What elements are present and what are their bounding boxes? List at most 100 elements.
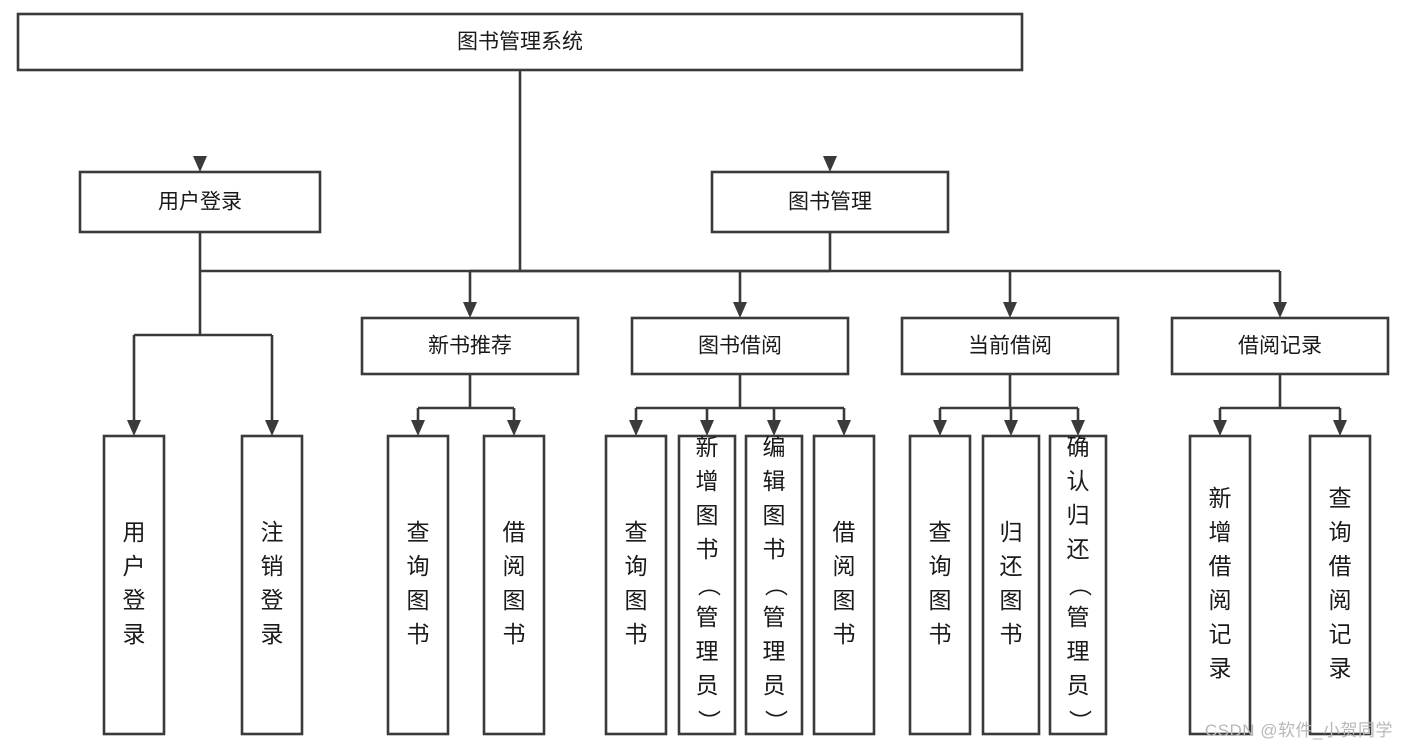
svg-text:用: 用 <box>123 519 146 545</box>
svg-text:图: 图 <box>1000 587 1023 613</box>
arrow-mid-2-1 <box>1004 420 1018 436</box>
arrow-mid-2-2 <box>1071 420 1085 436</box>
svg-text:阅: 阅 <box>1329 587 1352 613</box>
node-label-book-borrow: 图书借阅 <box>698 335 782 358</box>
svg-text:图: 图 <box>833 587 856 613</box>
svg-text:书: 书 <box>625 621 648 647</box>
svg-text:增: 增 <box>696 468 719 494</box>
svg-text:员: 员 <box>696 672 719 698</box>
svg-text:录: 录 <box>1209 655 1232 681</box>
node-borrow-records[interactable]: 借阅记录 <box>1170 316 1390 376</box>
svg-text:管: 管 <box>696 604 719 630</box>
node-layer: 图书管理系统用户登录图书管理用户登录注销登录新书推荐图书借阅当前借阅借阅记录查询… <box>16 12 1390 736</box>
node-box-new-book-recommend <box>360 316 580 376</box>
node-root[interactable]: 图书管理系统 <box>16 12 1024 72</box>
svg-text:图: 图 <box>763 502 786 528</box>
svg-text:图: 图 <box>625 587 648 613</box>
node-leaf-user-login[interactable]: 用户登录 <box>102 434 166 736</box>
node-label-new-book-recommend: 新书推荐 <box>428 335 512 358</box>
svg-text:图: 图 <box>929 587 952 613</box>
svg-text:图: 图 <box>503 587 526 613</box>
node-box-leaf-borrow-book-1 <box>482 434 546 736</box>
svg-text:借: 借 <box>503 519 526 545</box>
svg-text:查: 查 <box>1329 485 1352 511</box>
arrow-mid-0-1 <box>507 420 521 436</box>
svg-text:书: 书 <box>503 621 526 647</box>
svg-text:理: 理 <box>696 638 719 664</box>
node-box-leaf-query-record <box>1308 434 1372 736</box>
node-box-leaf-borrow-book-2 <box>812 434 876 736</box>
arrow-mid-3-0 <box>1213 420 1227 436</box>
csdn-watermark: CSDN @软件_小贺同学 <box>1204 721 1393 740</box>
svg-text:辑: 辑 <box>763 468 786 494</box>
svg-text:理: 理 <box>763 638 786 664</box>
svg-text:书: 书 <box>763 536 786 562</box>
svg-text:）: ） <box>696 710 722 733</box>
svg-text:查: 查 <box>625 519 648 545</box>
node-book-management[interactable]: 图书管理 <box>710 170 950 234</box>
svg-text:图: 图 <box>407 587 430 613</box>
svg-text:还: 还 <box>1000 553 1023 579</box>
arrow-user-login-0 <box>127 420 141 436</box>
svg-text:归: 归 <box>1000 519 1023 545</box>
svg-text:）: ） <box>763 710 789 733</box>
arrow-mid-1-3 <box>837 420 851 436</box>
svg-text:录: 录 <box>1329 655 1352 681</box>
svg-text:借: 借 <box>1209 553 1232 579</box>
node-box-leaf-edit-book <box>744 434 804 736</box>
node-book-borrow[interactable]: 图书借阅 <box>630 316 850 376</box>
svg-text:新: 新 <box>1209 485 1232 511</box>
node-box-leaf-confirm-return <box>1048 434 1108 736</box>
node-label-book-management: 图书管理 <box>788 191 872 214</box>
arrow-book-management-2 <box>1003 302 1017 318</box>
svg-text:理: 理 <box>1067 638 1090 664</box>
node-box-leaf-add-record <box>1188 434 1252 736</box>
svg-text:新: 新 <box>696 434 719 460</box>
node-label-leaf-user-login: 用户登录 <box>123 519 146 647</box>
svg-text:确: 确 <box>1067 434 1090 460</box>
node-box-leaf-add-book <box>677 434 737 736</box>
node-box-root <box>16 12 1024 72</box>
svg-text:阅: 阅 <box>833 553 856 579</box>
node-box-book-management <box>710 170 950 234</box>
svg-text:录: 录 <box>123 621 146 647</box>
arrow-user-login-1 <box>265 420 279 436</box>
svg-text:记: 记 <box>1209 621 1232 647</box>
svg-text:书: 书 <box>833 621 856 647</box>
node-current-borrow[interactable]: 当前借阅 <box>900 316 1120 376</box>
svg-text:员: 员 <box>763 672 786 698</box>
node-box-leaf-query-book-2 <box>604 434 668 736</box>
node-user-login[interactable]: 用户登录 <box>78 170 322 234</box>
node-label-root: 图书管理系统 <box>457 31 583 54</box>
svg-text:归: 归 <box>1067 502 1090 528</box>
arrow-book-management-0 <box>463 302 477 318</box>
node-box-leaf-query-book-1 <box>386 434 450 736</box>
node-new-book-recommend[interactable]: 新书推荐 <box>360 316 580 376</box>
svg-text:阅: 阅 <box>503 553 526 579</box>
arrow-mid-1-1 <box>700 420 714 436</box>
svg-text:借: 借 <box>833 519 856 545</box>
arrow-mid-0-0 <box>411 420 425 436</box>
svg-text:阅: 阅 <box>1209 587 1232 613</box>
